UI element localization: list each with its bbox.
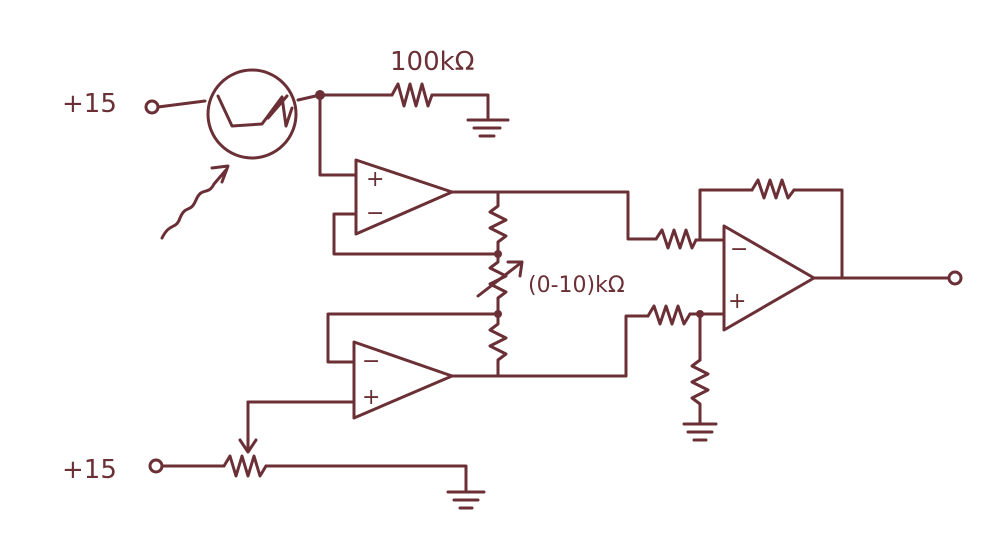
resistor-100k: 100kΩ [390,47,475,108]
resistor-to-ground-diff [690,358,710,422]
difference-opamp-plus-sign: + [728,289,746,314]
lower-opamp-triangle [352,340,454,420]
wire-lower-opamp-output [450,314,650,378]
difference-opamp-triangle [722,224,816,332]
photo-transistor [206,68,298,160]
ground-symbol-bottom [446,490,486,510]
ref-pot-zigzag [222,454,268,478]
terminal-circle-top [144,99,160,115]
resistor-100k-label: 100kΩ [390,47,475,77]
ground-top-lines [466,118,510,138]
resistor-to-ground-zigzag [690,358,710,422]
resistor-upper-zigzag [488,190,508,256]
wire-lower-opamp-feedback [326,312,500,364]
reference-potentiometer [222,400,268,478]
difference-opamp-minus-sign: − [730,237,748,262]
resistor-input-noninverting [646,304,692,326]
resistor-lower-vertical [488,312,508,378]
light-ray-icon [160,168,228,240]
variable-resistor-gain-pot: (0-10)kΩ [476,252,625,316]
upper-opamp-plus-sign: + [366,167,384,192]
ground-symbol-diff [682,418,718,442]
photo-transistor-body [206,68,298,160]
wire-upper-opamp-output [450,190,658,241]
resistor-input-inverting-zigzag [654,228,698,250]
wire-supply-to-photodiode [156,99,207,109]
ground-diff-lines [682,418,718,442]
pot-range-label: (0-10)kΩ [528,273,625,298]
wire-node-to-upper-opamp-plus [318,93,358,177]
wire-feedback-right [792,188,844,280]
photo-transistor-internal [216,94,294,128]
resistor-input-inverting [654,228,698,250]
output-terminal [947,270,963,286]
bottom-supply-terminal: +15 [62,455,164,485]
resistor-100k-zigzag [390,82,434,108]
lower-opamp-plus-sign: + [362,385,380,410]
light-ray-arrowhead [210,164,230,184]
wire-upper-opamp-feedback [332,212,500,256]
lower-opamp-minus-sign: − [362,349,380,374]
upper-opamp: + − [354,158,454,236]
ref-pot-wiper [238,400,258,454]
pot-adjust-arrow [476,260,524,298]
upper-opamp-triangle [354,158,454,236]
supply-label-bottom: +15 [62,455,117,485]
ground-bottom-lines [446,490,486,510]
terminal-circle-bottom [148,458,164,474]
ground-symbol-top [466,118,510,138]
wire-feedback-left [698,188,754,242]
resistor-lower-zigzag [488,312,508,378]
resistor-feedback-zigzag [750,178,796,200]
resistor-upper-vertical [488,190,508,256]
resistor-input-noninverting-zigzag [646,304,692,326]
wire-100k-to-ground [430,93,490,120]
lower-opamp: − + [352,340,454,420]
resistor-feedback [750,178,796,200]
wire-pot-to-ground-bottom [264,464,468,492]
supply-label-top: +15 [62,89,117,119]
difference-opamp: − + [722,224,816,332]
top-supply-terminal: +15 [62,89,160,119]
upper-opamp-minus-sign: − [366,201,384,226]
